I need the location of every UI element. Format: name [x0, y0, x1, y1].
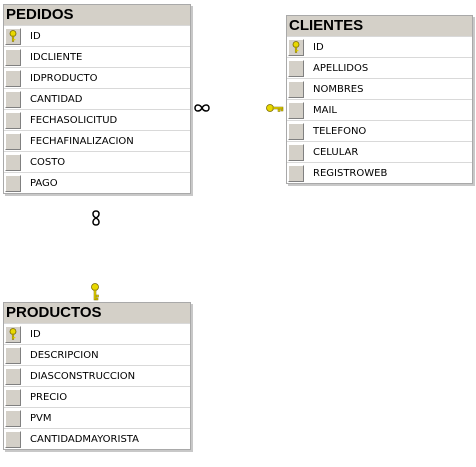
column-row[interactable]: REGISTROWEB: [287, 162, 472, 183]
column-name: MAIL: [313, 104, 337, 116]
column-name: ID: [30, 30, 41, 42]
column-row[interactable]: PVM: [4, 407, 190, 428]
column-row[interactable]: CANTIDADMAYORISTA: [4, 428, 190, 449]
row-selector[interactable]: [288, 38, 304, 56]
column-row[interactable]: TELEFONO: [287, 120, 472, 141]
column-row[interactable]: DIASCONSTRUCCION: [4, 365, 190, 386]
column-name: PRECIO: [30, 391, 68, 403]
column-name: NOMBRES: [313, 83, 364, 95]
table-clientes[interactable]: CLIENTES ID APELLIDOS NOMBRES MAIL TELEF…: [286, 15, 473, 184]
key-icon: [292, 41, 300, 53]
row-selector[interactable]: [5, 409, 21, 427]
column-row[interactable]: CELULAR: [287, 141, 472, 162]
row-selector[interactable]: [5, 430, 21, 448]
table-title[interactable]: PEDIDOS: [4, 5, 190, 25]
row-selector[interactable]: [5, 27, 21, 45]
column-name: CANTIDADMAYORISTA: [30, 433, 139, 445]
row-selector[interactable]: [5, 90, 21, 108]
column-name: CANTIDAD: [30, 93, 83, 105]
column-name: REGISTROWEB: [313, 167, 388, 179]
row-selector[interactable]: [288, 59, 304, 77]
key-icon: [9, 30, 17, 42]
row-selector[interactable]: [5, 69, 21, 87]
column-row[interactable]: IDPRODUCTO: [4, 67, 190, 88]
key-icon[interactable]: [89, 283, 101, 301]
row-selector[interactable]: [288, 101, 304, 119]
row-selector[interactable]: [5, 346, 21, 364]
column-row[interactable]: PAGO: [4, 172, 190, 193]
key-icon: [9, 328, 17, 340]
row-selector[interactable]: [288, 143, 304, 161]
table-title[interactable]: CLIENTES: [287, 16, 472, 36]
column-row[interactable]: FECHAFINALIZACION: [4, 130, 190, 151]
column-row[interactable]: APELLIDOS: [287, 57, 472, 78]
column-row[interactable]: NOMBRES: [287, 78, 472, 99]
row-selector[interactable]: [288, 80, 304, 98]
column-name: IDPRODUCTO: [30, 72, 98, 84]
column-name: IDCLIENTE: [30, 51, 83, 63]
row-selector[interactable]: [5, 111, 21, 129]
row-selector[interactable]: [288, 122, 304, 140]
column-name: DIASCONSTRUCCION: [30, 370, 136, 382]
row-selector[interactable]: [5, 153, 21, 171]
row-selector[interactable]: [5, 325, 21, 343]
infinity-icon[interactable]: [193, 102, 211, 114]
column-row[interactable]: ID: [287, 36, 472, 57]
column-name: PVM: [30, 412, 52, 424]
row-selector[interactable]: [288, 164, 304, 182]
column-name: ID: [313, 41, 324, 53]
column-name: ID: [30, 328, 41, 340]
row-selector[interactable]: [5, 174, 21, 192]
key-icon[interactable]: [266, 102, 284, 114]
column-row[interactable]: DESCRIPCION: [4, 344, 190, 365]
row-selector[interactable]: [5, 367, 21, 385]
column-row[interactable]: PRECIO: [4, 386, 190, 407]
column-name: DESCRIPCION: [30, 349, 99, 361]
column-name: COSTO: [30, 156, 66, 168]
column-row[interactable]: COSTO: [4, 151, 190, 172]
column-row[interactable]: MAIL: [287, 99, 472, 120]
column-row[interactable]: CANTIDAD: [4, 88, 190, 109]
row-selector[interactable]: [5, 388, 21, 406]
table-pedidos[interactable]: PEDIDOS ID IDCLIENTE IDPRODUCTO CANTIDAD…: [3, 4, 191, 194]
column-row[interactable]: IDCLIENTE: [4, 46, 190, 67]
column-name: TELEFONO: [313, 125, 367, 137]
column-row[interactable]: ID: [4, 323, 190, 344]
column-name: FECHASOLICITUD: [30, 114, 118, 126]
row-selector[interactable]: [5, 48, 21, 66]
column-row[interactable]: ID: [4, 25, 190, 46]
column-row[interactable]: FECHASOLICITUD: [4, 109, 190, 130]
table-title[interactable]: PRODUCTOS: [4, 303, 190, 323]
row-selector[interactable]: [5, 132, 21, 150]
column-name: CELULAR: [313, 146, 359, 158]
column-name: PAGO: [30, 177, 58, 189]
infinity-icon[interactable]: [90, 209, 102, 227]
column-name: APELLIDOS: [313, 62, 369, 74]
table-productos[interactable]: PRODUCTOS ID DESCRIPCION DIASCONSTRUCCIO…: [3, 302, 191, 450]
column-name: FECHAFINALIZACION: [30, 135, 134, 147]
